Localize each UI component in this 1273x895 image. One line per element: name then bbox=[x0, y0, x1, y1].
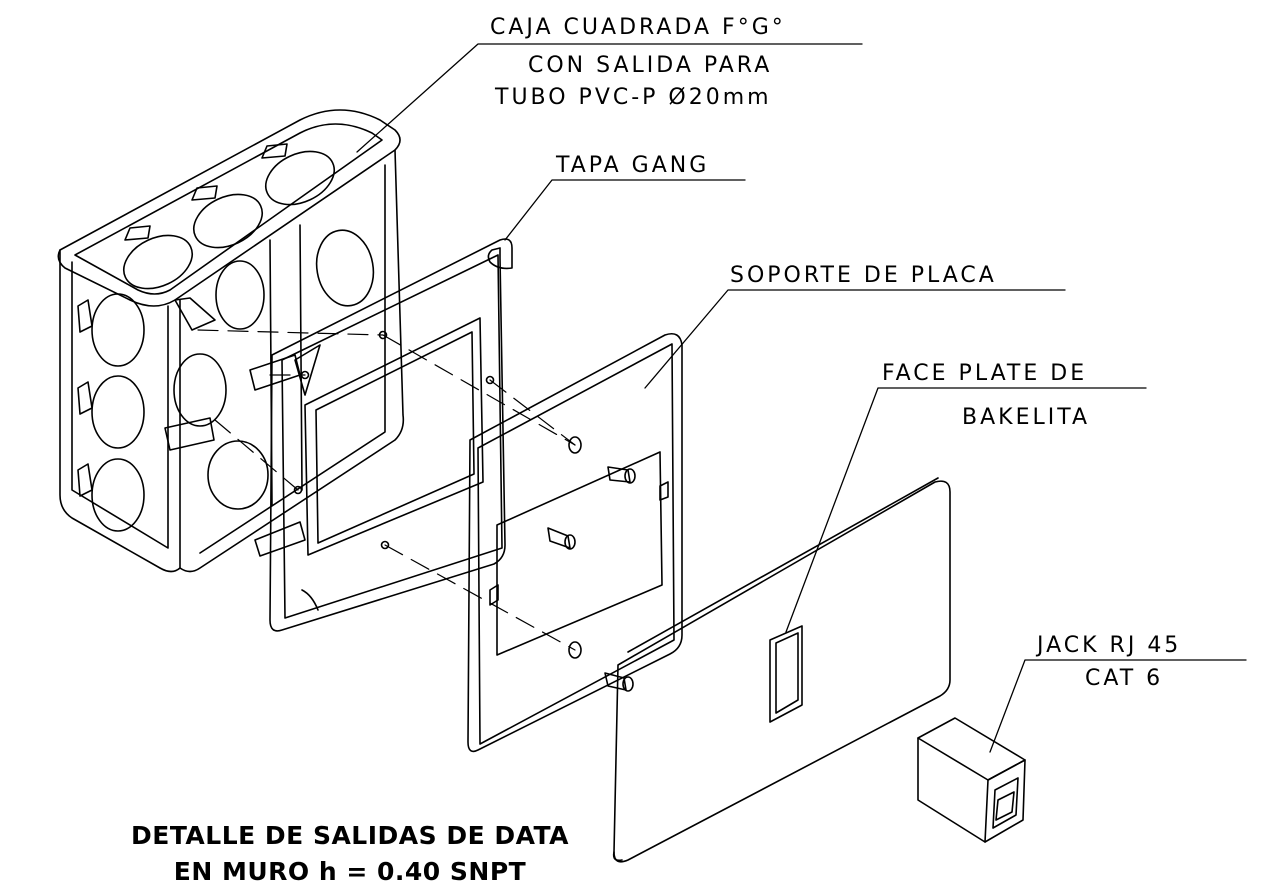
box-label-line1: CAJA CUADRADA F°G° bbox=[490, 15, 786, 40]
face-plate bbox=[612, 477, 951, 863]
gang-cover bbox=[269, 238, 513, 632]
plate-support-label: SOPORTE DE PLACA bbox=[730, 263, 997, 288]
drawing-title: DETALLE DE SALIDAS DE DATA EN MURO h = 0… bbox=[70, 818, 630, 890]
face-plate-label-line1: FACE PLATE DE bbox=[882, 361, 1087, 386]
leader-lines bbox=[356, 43, 1247, 753]
drawing-title-line2: EN MURO h = 0.40 SNPT bbox=[173, 857, 527, 886]
rj45-jack bbox=[917, 717, 1026, 843]
drawing-title-line1: DETALLE DE SALIDAS DE DATA bbox=[130, 821, 569, 850]
face-plate-label-line2: BAKELITA bbox=[962, 405, 1090, 430]
jack-label-line2: CAT 6 bbox=[1085, 666, 1163, 691]
box-label-line3: TUBO PVC-P Ø20mm bbox=[494, 85, 772, 110]
square-box bbox=[57, 109, 405, 573]
alignment-lines bbox=[197, 329, 576, 651]
box-label-line2: CON SALIDA PARA bbox=[528, 53, 772, 78]
plate-support bbox=[467, 332, 683, 753]
jack-label-line1: JACK RJ 45 bbox=[1035, 633, 1181, 658]
gang-cover-label: TAPA GANG bbox=[555, 153, 709, 178]
